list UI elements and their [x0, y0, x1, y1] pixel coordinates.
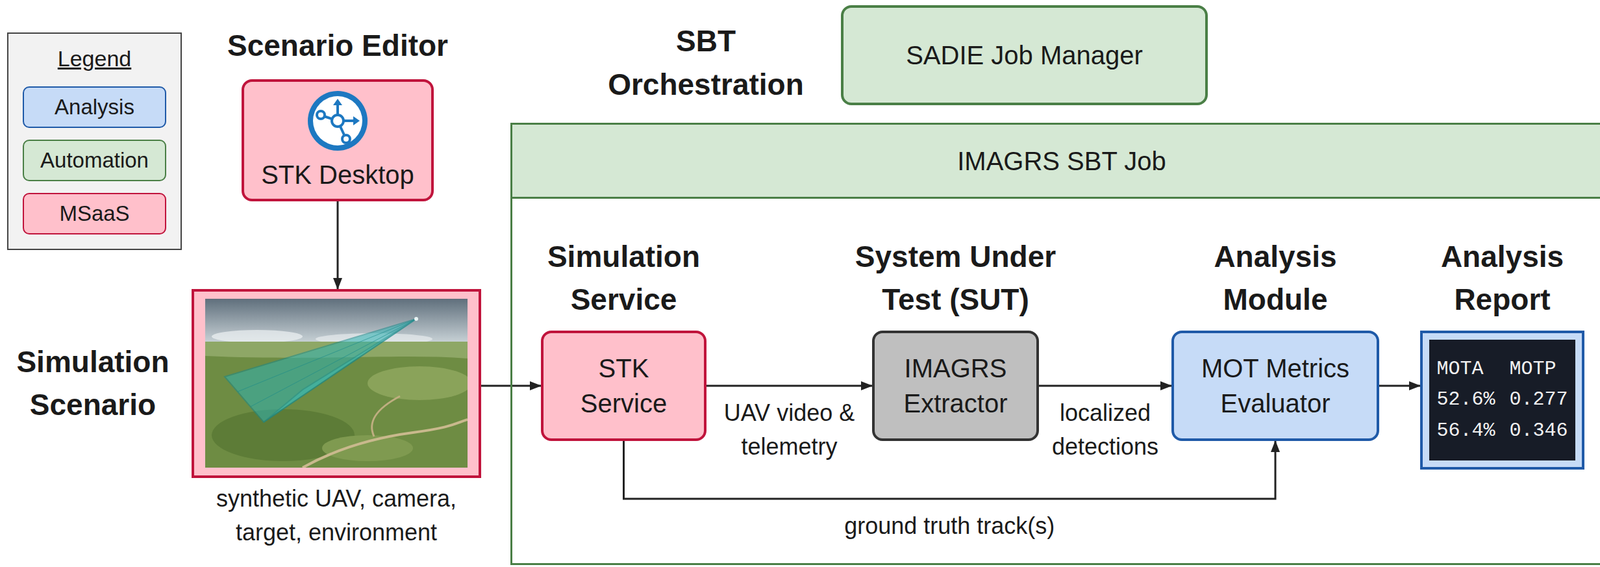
icon-hub — [331, 114, 344, 127]
icon-ring — [307, 90, 368, 151]
legend-swatch: Analysis — [22, 86, 167, 128]
sky — [205, 298, 468, 346]
stk-icon — [305, 88, 371, 154]
terrain-patch — [367, 366, 468, 400]
node-heading: Simulation Service — [526, 235, 722, 322]
node-label: SADIE Job Manager — [905, 37, 1143, 73]
flow-arrow — [1379, 385, 1421, 388]
group-heading: SBT Orchestration — [595, 19, 817, 106]
edge-label: UAV video & telemetry — [712, 396, 867, 464]
scenario-illustration — [205, 298, 468, 468]
icon-arrow — [353, 116, 360, 126]
icon-dot — [342, 135, 350, 143]
node-heading: Analysis Module — [1187, 235, 1363, 322]
node-heading: Scenario Editor — [227, 24, 449, 68]
node-label: STK Service — [568, 350, 680, 421]
node-heading: System Under Test (SUT) — [848, 235, 1063, 322]
edge-label: ground truth track(s) — [841, 509, 1058, 543]
table-cell: MOTP — [1509, 357, 1569, 382]
band-title: IMAGRS SBT Job — [957, 144, 1167, 178]
node-label: IMAGRS Extractor — [894, 350, 1018, 421]
flow-arrow — [337, 201, 339, 289]
camera-frustum — [224, 318, 417, 423]
dirt-road — [372, 396, 400, 437]
node-label: MOT Metrics Evaluator — [1187, 350, 1363, 421]
legend-title: Legend — [22, 45, 167, 73]
legend-text: MSaaS — [59, 200, 130, 227]
frustum-grid — [237, 318, 417, 392]
legend-swatch: MSaaS — [22, 192, 167, 235]
table-cell: 52.6% — [1436, 387, 1495, 413]
uav-marker — [414, 316, 419, 321]
flow-arrow — [1038, 385, 1172, 388]
terrain-patch — [322, 435, 413, 462]
node-label: STK Desktop — [261, 157, 415, 193]
icon-arrow — [333, 98, 343, 106]
edge-label: localized detections — [1040, 396, 1170, 464]
legend-text: Analysis — [54, 94, 135, 121]
frustum-grid — [250, 318, 417, 407]
service-box: Scenario EditorSTK Desktop — [241, 79, 434, 202]
table-cell: MOTA — [1436, 357, 1495, 382]
legend-text: Automation — [40, 147, 149, 174]
node-caption: synthetic UAV, camera, target, environme… — [183, 481, 489, 550]
job-frame: Simulation ServiceSTK ServiceSystem Unde… — [510, 122, 1600, 565]
system-box: System Under Test (SUT)IMAGRS Extractor — [872, 330, 1039, 441]
table-cell: 0.277 — [1509, 387, 1569, 413]
report-screen: MOTA MOTP 52.6% 0.277 56.4% 0.346 — [1429, 339, 1576, 461]
legend-swatch: Automation — [22, 139, 167, 182]
camera-frustum — [263, 318, 417, 423]
report-box: MOTAMOTP52.6%0.27756.4%0.346Analysis Rep… — [1420, 330, 1585, 470]
node-heading: Simulation Scenario — [8, 340, 178, 427]
header-band: IMAGRS SBT Job — [512, 124, 1600, 199]
manager-box: SADIE Job Manager — [840, 5, 1208, 106]
node-heading: Analysis Report — [1414, 235, 1591, 322]
scenario-image: Simulation Scenariosynthetic UAV, camera… — [191, 288, 482, 478]
table-cell: 56.4% — [1436, 418, 1495, 444]
table-cell: 0.346 — [1509, 418, 1569, 444]
legend-panel: LegendAnalysisAutomationMSaaS — [7, 32, 182, 250]
service-box: Simulation ServiceSTK Service — [540, 330, 707, 441]
cloud — [211, 329, 303, 343]
dirt-road — [302, 419, 468, 468]
analysis-box: Analysis ModuleMOT Metrics Evaluator — [1171, 330, 1380, 441]
icon-face — [312, 96, 363, 146]
icon-dot — [316, 111, 325, 119]
flow-arrow — [706, 385, 873, 388]
